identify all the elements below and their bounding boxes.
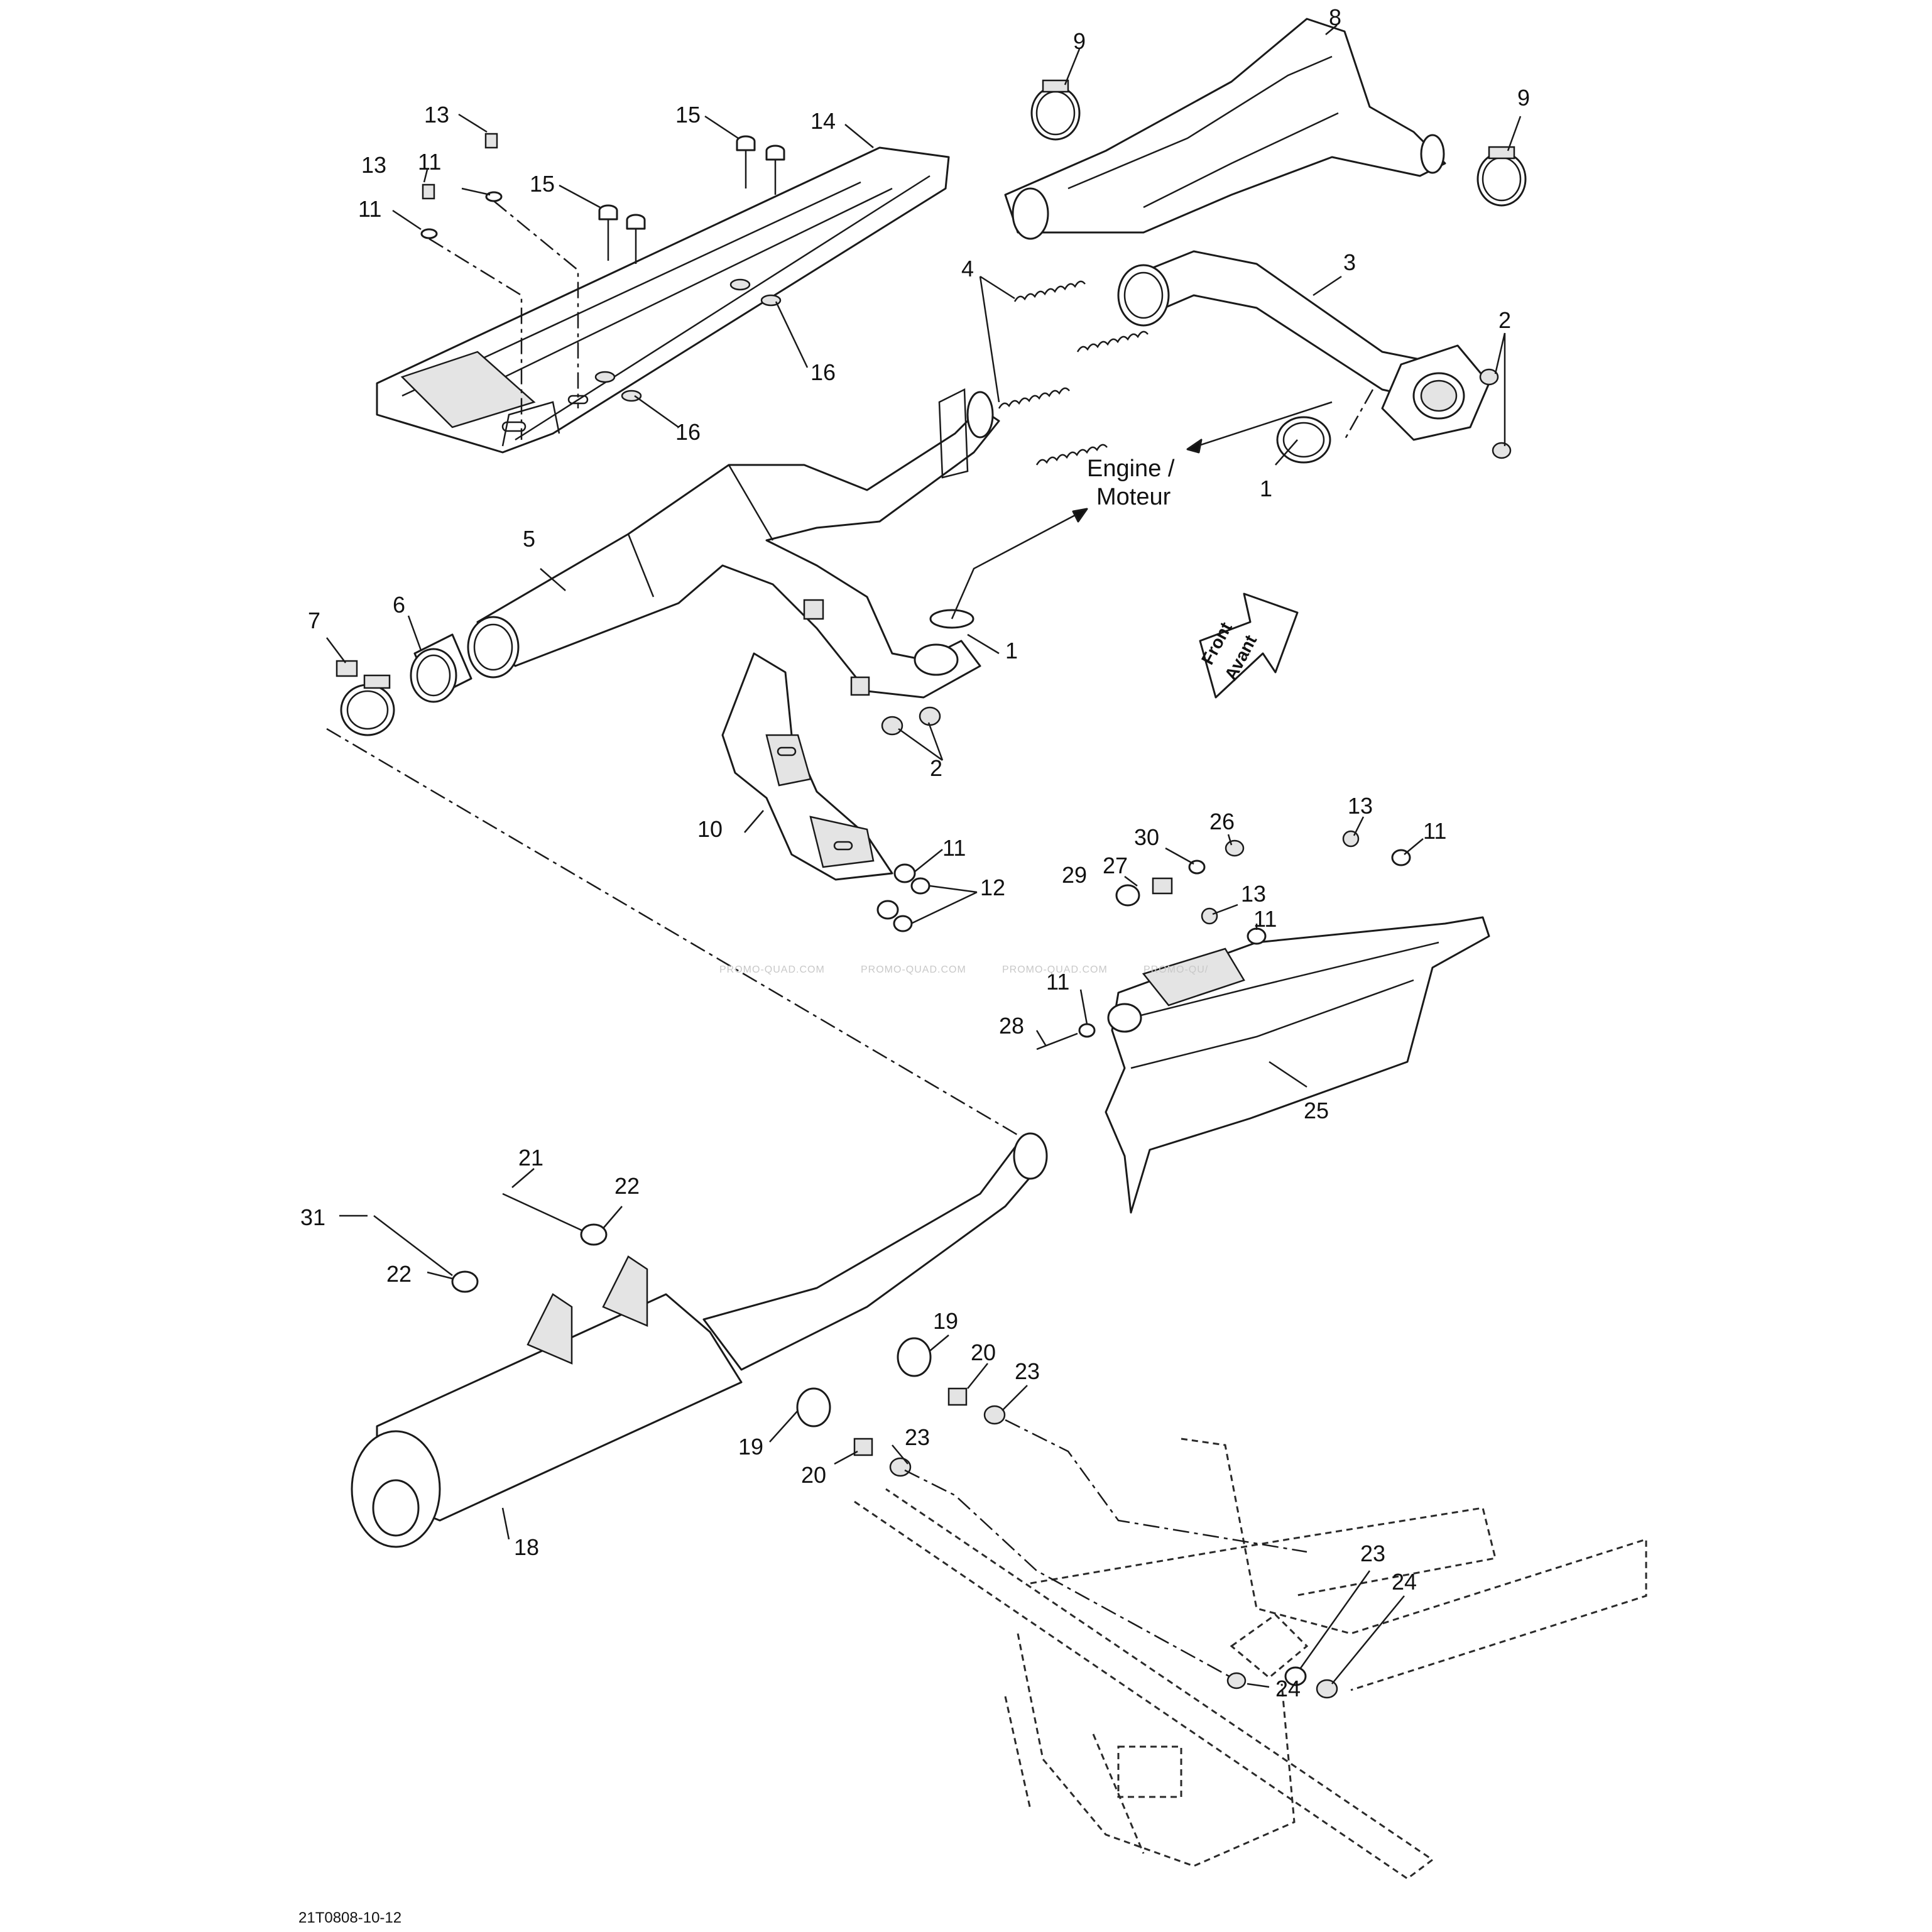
reference-code: 21T0808-10-12 <box>298 1909 401 1926</box>
callout-27: 27 <box>1103 853 1128 878</box>
engine-arrows <box>951 401 1333 619</box>
hardware-25 <box>1036 830 1411 1051</box>
callout-leaders <box>326 25 1522 1688</box>
callout-31: 31 <box>300 1204 325 1230</box>
heat-shield-10 <box>721 652 893 881</box>
callout-19: 19 <box>933 1308 958 1334</box>
callout-30: 30 <box>1134 824 1159 850</box>
heat-shield-14 <box>376 146 950 454</box>
callout-16: 16 <box>675 419 701 445</box>
callout-11: 11 <box>358 196 381 222</box>
head-pipe-3 <box>1117 250 1490 441</box>
washers-16 <box>594 278 782 402</box>
callout-13: 13 <box>361 152 386 178</box>
front-direction-arrow: Front Avant <box>1198 592 1299 699</box>
grommets-19-spacers-20-washers-23 <box>796 1337 1006 1477</box>
watermark: PROMO-QUAD.COM <box>861 964 966 975</box>
callout-6: 6 <box>393 592 405 618</box>
moteur-label: Moteur <box>1096 484 1171 510</box>
callout-26: 26 <box>1209 809 1235 834</box>
callout-11: 11 <box>1253 906 1277 932</box>
watermark: PROMO-QUAD.COM <box>719 964 825 975</box>
sleeve-6 <box>410 633 472 703</box>
callout-23: 23 <box>1015 1358 1040 1384</box>
callout-12: 12 <box>980 875 1005 900</box>
callout-22: 22 <box>386 1261 412 1287</box>
callout-3: 3 <box>1343 249 1356 275</box>
nuts-2-top <box>1479 368 1512 459</box>
callout-11: 11 <box>1423 818 1446 844</box>
callout-1: 1 <box>1005 638 1018 663</box>
callout-13: 13 <box>1348 793 1373 819</box>
duct-8 <box>1004 18 1446 240</box>
callout-numbers: 8 9 9 13 13 11 11 15 15 14 4 3 2 16 16 1… <box>300 4 1530 1701</box>
callout-20: 20 <box>801 1462 826 1488</box>
callout-9: 9 <box>1517 85 1530 111</box>
springs-4 <box>998 280 1149 466</box>
clamp-9-left <box>1030 79 1081 141</box>
callout-23: 23 <box>1360 1541 1385 1566</box>
callout-13: 13 <box>424 102 449 128</box>
watermark: PROMO-QU/ <box>1143 964 1208 975</box>
vehicle-frame <box>854 1438 1647 1880</box>
mid-pipe-5 <box>467 388 1000 699</box>
callout-2: 2 <box>930 755 942 781</box>
callout-16: 16 <box>810 359 836 385</box>
muffler-18 <box>351 1132 1048 1548</box>
callout-23: 23 <box>905 1424 930 1450</box>
callout-11: 11 <box>418 149 441 175</box>
callout-21: 21 <box>518 1145 543 1171</box>
callout-5: 5 <box>523 526 535 552</box>
callout-13: 13 <box>1241 881 1266 907</box>
bolts-13-top <box>420 133 503 239</box>
callout-8: 8 <box>1329 4 1341 30</box>
washers-11-nuts-12 <box>876 863 931 932</box>
clamp-7 <box>336 660 395 736</box>
heat-shield-25 <box>1105 916 1490 1214</box>
callout-18: 18 <box>514 1534 539 1560</box>
nuts-2-bottom <box>881 706 941 736</box>
callout-14: 14 <box>810 108 836 134</box>
callout-10: 10 <box>697 816 723 842</box>
callout-1: 1 <box>1260 476 1272 501</box>
callout-25: 25 <box>1304 1098 1329 1123</box>
callout-19: 19 <box>738 1434 763 1460</box>
callout-11: 11 <box>942 835 966 861</box>
clamp-9-right <box>1476 146 1527 207</box>
gasket-1-top <box>1276 416 1331 464</box>
callout-28: 28 <box>999 1013 1024 1039</box>
watermark: PROMO-QUAD.COM <box>1002 964 1108 975</box>
callout-9: 9 <box>1073 28 1086 54</box>
bolts-21-31-washers-22 <box>373 1192 608 1293</box>
callout-11: 11 <box>1046 969 1069 995</box>
callout-22: 22 <box>614 1173 640 1199</box>
callout-20: 20 <box>971 1340 996 1365</box>
callout-29: 29 <box>1062 862 1087 888</box>
callout-15: 15 <box>530 171 555 197</box>
callout-15: 15 <box>675 102 701 128</box>
rivets-15 <box>598 135 785 264</box>
callout-24: 24 <box>1392 1569 1417 1595</box>
callout-2: 2 <box>1498 307 1511 333</box>
nuts-24-washer-23 <box>1226 1666 1338 1699</box>
engine-label: Engine / <box>1087 456 1175 482</box>
callout-7: 7 <box>308 608 320 633</box>
callout-4: 4 <box>961 256 974 281</box>
callout-24: 24 <box>1275 1676 1301 1701</box>
